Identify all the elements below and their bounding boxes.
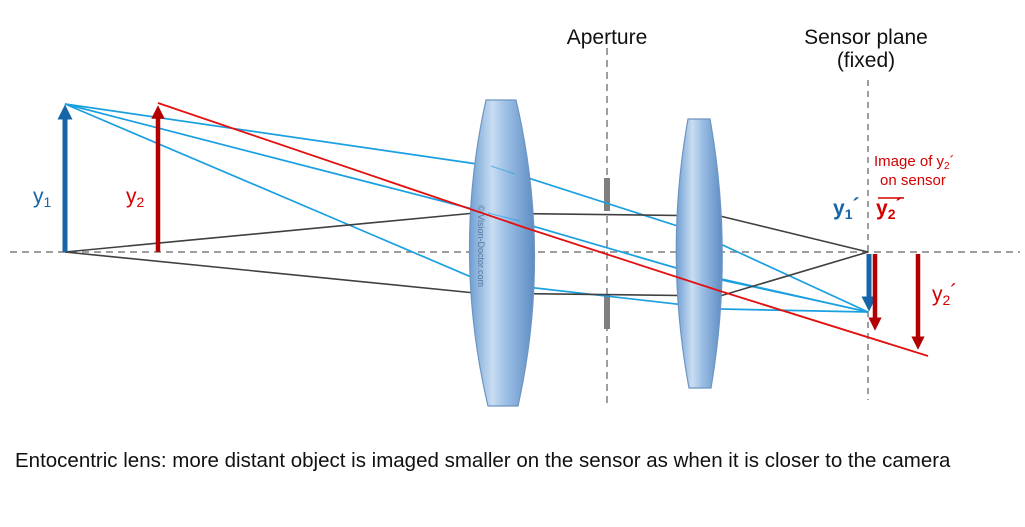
- entocentric-lens-diagram: Aperture Sensor plane (fixed) y1 y2 Imag…: [10, 26, 1020, 407]
- watermark: © Vision-Doctor.com: [476, 205, 486, 287]
- aperture-label: Aperture: [567, 26, 648, 49]
- aperture-stop-top: [604, 178, 610, 211]
- sensor-plane-fixed-label: (fixed): [837, 49, 895, 72]
- sensor-plane-label: Sensor plane: [804, 26, 928, 49]
- blue-rays: [64, 103, 869, 313]
- image-y2-far-label: y2´: [932, 281, 957, 308]
- object-y1-label: y1: [33, 185, 52, 210]
- aperture-stop-bottom: [604, 295, 610, 329]
- image-note-line2: on sensor: [880, 172, 946, 189]
- gray-rays: [64, 212, 869, 297]
- caption: Entocentric lens: more distant object is…: [15, 449, 951, 472]
- red-ray: [157, 102, 929, 357]
- front-lens: [468, 99, 536, 407]
- image-y2-sensor-label: y2´: [876, 195, 902, 222]
- object-y2-label: y2: [126, 185, 145, 210]
- image-y1-label: y1´: [833, 195, 859, 222]
- rear-lens: [675, 118, 723, 389]
- rays-through-lens: [487, 165, 521, 222]
- image-note-line1: Image of y2´: [874, 153, 955, 172]
